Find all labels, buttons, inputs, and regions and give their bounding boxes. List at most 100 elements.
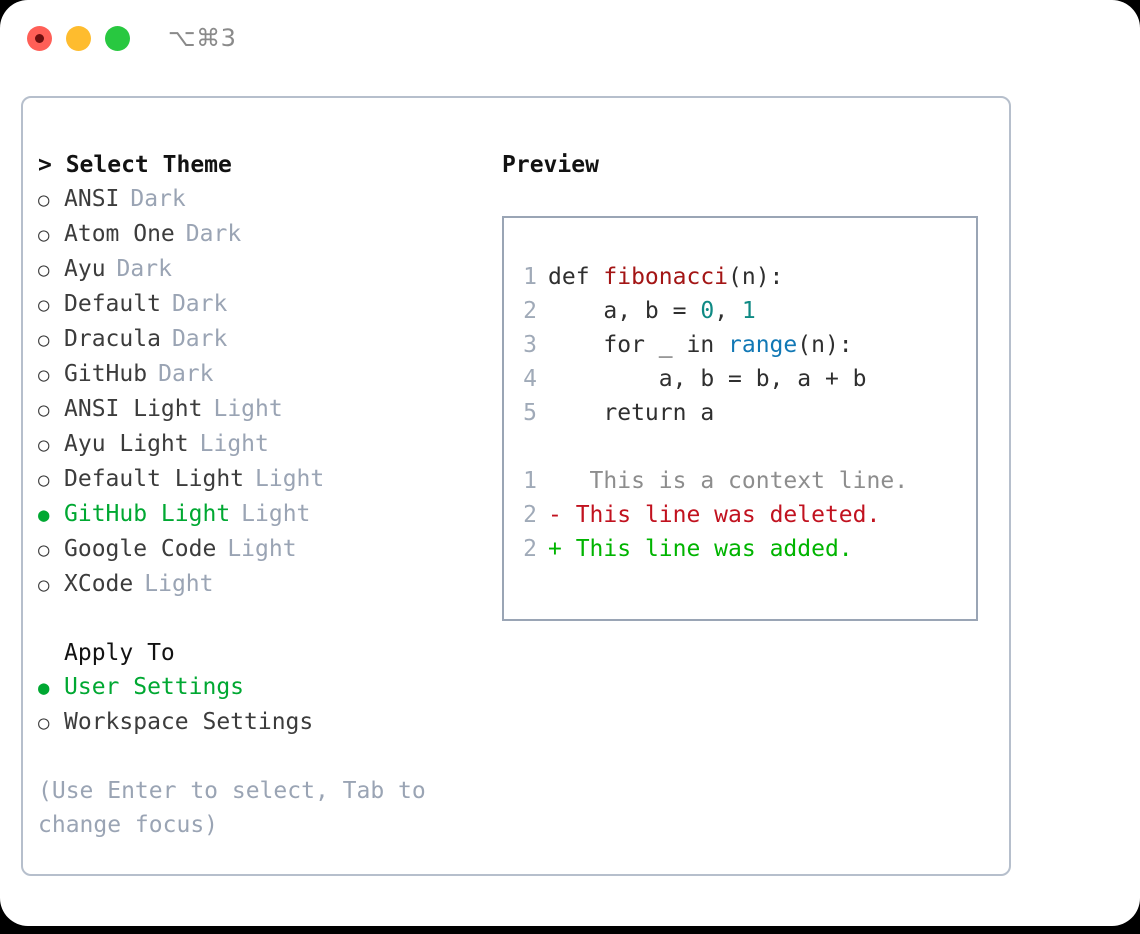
theme-option-ansi[interactable]: ○ ANSI Dark bbox=[38, 182, 468, 217]
code-diff-spacer bbox=[504, 430, 976, 464]
theme-option-tag: Dark bbox=[158, 361, 214, 387]
diff-line-content: This is a context line. bbox=[561, 468, 909, 494]
code-token-plain: a, b = bbox=[548, 298, 701, 324]
code-line-number: 5 bbox=[523, 400, 537, 426]
theme-option-tag: Dark bbox=[171, 326, 228, 352]
theme-option-github-light[interactable]: ● GitHub Light Light bbox=[38, 497, 468, 532]
diff-line-add: 2 + This line was added. bbox=[504, 532, 976, 566]
code-line-content: for _ in range(n): bbox=[548, 328, 853, 362]
theme-option-github[interactable]: ○ GitHub Dark bbox=[38, 357, 468, 392]
theme-option-default-light[interactable]: ○ Default Light Light bbox=[38, 462, 468, 497]
radio-unselected-icon: ○ bbox=[38, 539, 50, 561]
theme-option-tag: Light bbox=[255, 466, 325, 492]
theme-option-tag: Light bbox=[227, 536, 297, 562]
apply-to-option-label: Workspace Settings bbox=[64, 709, 314, 735]
theme-option-label: Default Light bbox=[64, 466, 245, 492]
code-token-call: range bbox=[728, 332, 798, 358]
code-line-number: 3 bbox=[523, 332, 537, 358]
code-line-content: return a bbox=[548, 396, 714, 430]
preview-title: Preview bbox=[502, 152, 599, 178]
maximize-button[interactable] bbox=[105, 26, 130, 51]
theme-option-ayu-light[interactable]: ○ Ayu Light Light bbox=[38, 427, 468, 462]
apply-to-header: Apply To bbox=[64, 640, 175, 666]
code-line-number: 2 bbox=[523, 298, 537, 324]
code-token-plain: a, b = b, a + b bbox=[548, 366, 867, 392]
apply-to-option-label: User Settings bbox=[64, 674, 245, 700]
select-theme-header: > Select Theme bbox=[38, 152, 232, 178]
radio-unselected-icon: ○ bbox=[38, 434, 50, 456]
radio-unselected-icon: ○ bbox=[38, 189, 50, 211]
radio-selected-icon: ● bbox=[38, 504, 50, 526]
radio-unselected-icon: ○ bbox=[38, 259, 50, 281]
radio-unselected-icon: ○ bbox=[38, 469, 50, 491]
diff-line-del: 2- This line was deleted. bbox=[504, 498, 976, 532]
code-line: 3 for _ in range(n): bbox=[504, 328, 976, 362]
code-token-num: 0 bbox=[700, 298, 715, 324]
theme-option-default[interactable]: ○ Default Dark bbox=[38, 287, 468, 322]
theme-option-tag: Dark bbox=[130, 186, 186, 212]
theme-option-tag: Light bbox=[241, 501, 311, 527]
code-token-num: 1 bbox=[741, 298, 756, 324]
theme-option-ansi-light[interactable]: ○ ANSI Light Light bbox=[38, 392, 468, 427]
theme-option-label: XCode bbox=[64, 571, 134, 597]
diff-sign: + bbox=[548, 536, 562, 562]
code-line-number: 1 bbox=[523, 264, 537, 290]
code-line: 2 a, b = 0, 1 bbox=[504, 294, 976, 328]
theme-option-label: GitHub bbox=[64, 361, 148, 387]
radio-unselected-icon: ○ bbox=[38, 712, 50, 734]
theme-option-google-code[interactable]: ○ Google Code Light bbox=[38, 532, 468, 567]
theme-option-label: GitHub Light bbox=[64, 501, 231, 527]
diff-sign bbox=[548, 464, 562, 498]
diff-sign: - bbox=[548, 502, 562, 528]
theme-option-tag: Light bbox=[199, 431, 269, 457]
theme-option-label: Atom One bbox=[64, 221, 175, 247]
theme-option-label: Ayu Light bbox=[64, 431, 189, 457]
theme-option-label: ANSI Light bbox=[64, 396, 203, 422]
diff-line-content: This line was added. bbox=[561, 536, 853, 562]
theme-option-label: Google Code bbox=[64, 536, 217, 562]
code-line: 4 a, b = b, a + b bbox=[504, 362, 976, 396]
theme-option-tag: Light bbox=[213, 396, 283, 422]
theme-option-tag: Dark bbox=[116, 256, 172, 282]
diff-sample: 1 This is a context line.2- This line wa… bbox=[504, 464, 976, 566]
apply-to-option-user-settings[interactable]: ● User Settings bbox=[38, 670, 468, 705]
radio-unselected-icon: ○ bbox=[38, 224, 50, 246]
close-button[interactable] bbox=[27, 26, 52, 51]
radio-unselected-icon: ○ bbox=[38, 364, 50, 386]
radio-unselected-icon: ○ bbox=[38, 294, 50, 316]
code-token-plain: def bbox=[548, 264, 604, 290]
code-token-plain: (n): bbox=[728, 264, 784, 290]
radio-unselected-icon: ○ bbox=[38, 399, 50, 421]
keyboard-hint-text: (Use Enter to select, Tab to change focu… bbox=[38, 778, 426, 838]
diff-line-number: 2 bbox=[523, 536, 537, 562]
minimize-button[interactable] bbox=[66, 26, 91, 51]
radio-selected-icon: ● bbox=[38, 677, 50, 699]
code-token-fn: fibonacci bbox=[603, 264, 729, 290]
section-spacer bbox=[38, 602, 468, 636]
theme-option-tag: Dark bbox=[171, 291, 228, 317]
theme-option-tag: Light bbox=[144, 571, 214, 597]
code-line: 5 return a bbox=[504, 396, 976, 430]
keyboard-shortcut-label: ⌥⌘3 bbox=[168, 24, 237, 52]
theme-option-label: Default bbox=[64, 291, 161, 317]
code-token-plain: return a bbox=[548, 400, 715, 426]
code-line-number: 4 bbox=[523, 366, 537, 392]
apply-to-option-workspace-settings[interactable]: ○ Workspace Settings bbox=[38, 705, 468, 740]
theme-option-ayu[interactable]: ○ Ayu Dark bbox=[38, 252, 468, 287]
theme-option-label: ANSI bbox=[64, 186, 120, 212]
code-line-content: a, b = b, a + b bbox=[548, 362, 867, 396]
code-token-plain: (n): bbox=[797, 332, 853, 358]
theme-option-label: Ayu bbox=[64, 256, 106, 282]
traffic-lights bbox=[27, 26, 130, 51]
diff-line-number: 2 bbox=[523, 502, 537, 528]
